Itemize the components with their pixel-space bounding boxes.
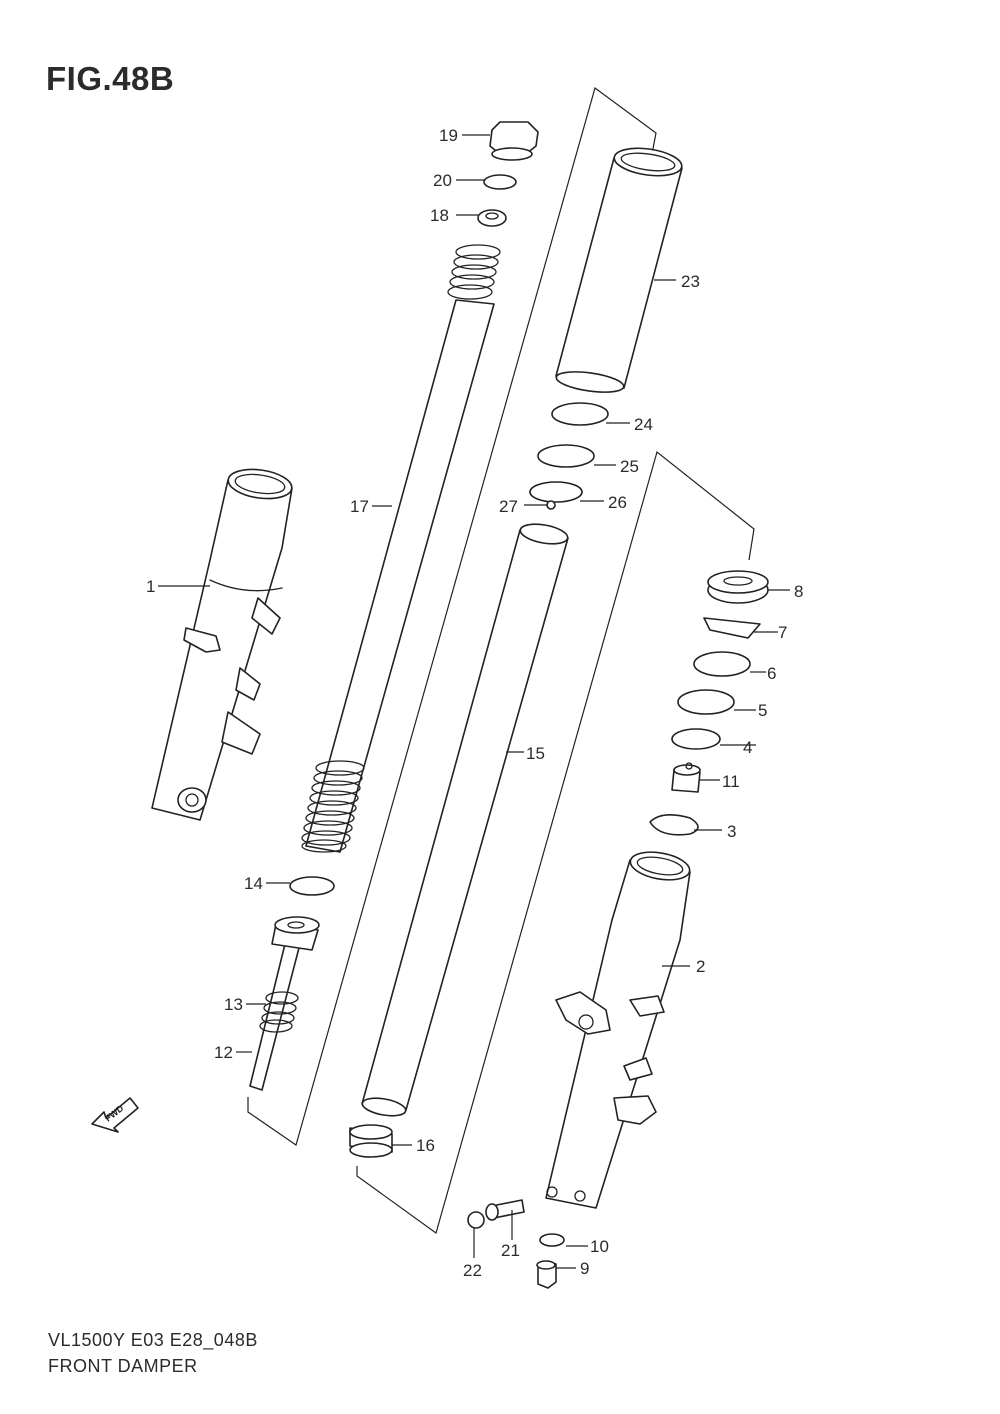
callout-7: 7 — [778, 623, 787, 642]
drain-bolt — [485, 1199, 525, 1221]
dust-seal — [707, 570, 769, 604]
damper-bolt — [536, 1260, 557, 1289]
callout-2: 2 — [696, 957, 705, 976]
fork-cap-bolt — [489, 121, 539, 161]
slide-bushing-ring — [551, 402, 609, 426]
forward-arrow-icon: FWD — [91, 1097, 139, 1133]
inner-tube-with-spring — [301, 244, 501, 853]
callout-15: 15 — [526, 744, 545, 763]
model-code: VL1500Y E03 E28_048B — [48, 1330, 258, 1350]
lock-piece — [671, 762, 701, 793]
callout-9: 9 — [580, 1259, 589, 1278]
callout-16: 16 — [416, 1136, 435, 1155]
callout-4: 4 — [743, 738, 752, 757]
callout-19: 19 — [439, 126, 458, 145]
bottom-bushing — [349, 1124, 393, 1158]
callout-12: 12 — [214, 1043, 233, 1062]
outer-tube-left — [151, 468, 293, 821]
retaining-ring — [529, 481, 583, 503]
callout-26: 26 — [608, 493, 627, 512]
drain-plug-cap — [467, 1211, 485, 1229]
section-name: FRONT DAMPER — [48, 1356, 198, 1376]
callout-labels: 1 2 3 4 5 6 7 8 9 10 11 12 13 14 15 16 1… — [146, 126, 803, 1280]
callout-14: 14 — [244, 874, 263, 893]
gasket-washer — [539, 1233, 565, 1247]
callout-3: 3 — [727, 822, 736, 841]
seal-ring — [537, 444, 595, 468]
callout-1: 1 — [146, 577, 155, 596]
callout-6: 6 — [767, 664, 776, 683]
callout-27: 27 — [499, 497, 518, 516]
damper-rod-tube — [361, 523, 569, 1117]
guide-bushing — [671, 728, 721, 750]
clip-pin — [546, 500, 556, 510]
oil-seal-ring — [693, 651, 751, 677]
rebound-spring — [259, 991, 299, 1033]
snap-ring — [649, 814, 699, 836]
outer-sleeve — [555, 147, 683, 393]
damper-piston-rod — [249, 916, 320, 1091]
assembly-bracket-lines — [247, 87, 755, 1234]
callout-13: 13 — [224, 995, 243, 1014]
figure-title: FIG.48B — [46, 60, 175, 97]
callout-18: 18 — [430, 206, 449, 225]
oil-seal-washer — [677, 689, 735, 715]
bottom-o-ring — [289, 876, 335, 896]
callout-21: 21 — [501, 1241, 520, 1260]
callout-11: 11 — [722, 772, 740, 791]
spacer-washer — [477, 209, 507, 227]
callout-leaders — [158, 134, 790, 1269]
callout-24: 24 — [634, 415, 653, 434]
callout-5: 5 — [758, 701, 767, 720]
outer-tube-right — [545, 851, 691, 1209]
callout-22: 22 — [463, 1261, 482, 1280]
callout-8: 8 — [794, 582, 803, 601]
callout-20: 20 — [433, 171, 452, 190]
seal-spacer — [703, 617, 761, 639]
callout-25: 25 — [620, 457, 639, 476]
callout-10: 10 — [590, 1237, 609, 1256]
callout-17: 17 — [350, 497, 369, 516]
callout-23: 23 — [681, 272, 700, 291]
o-ring — [483, 174, 517, 190]
